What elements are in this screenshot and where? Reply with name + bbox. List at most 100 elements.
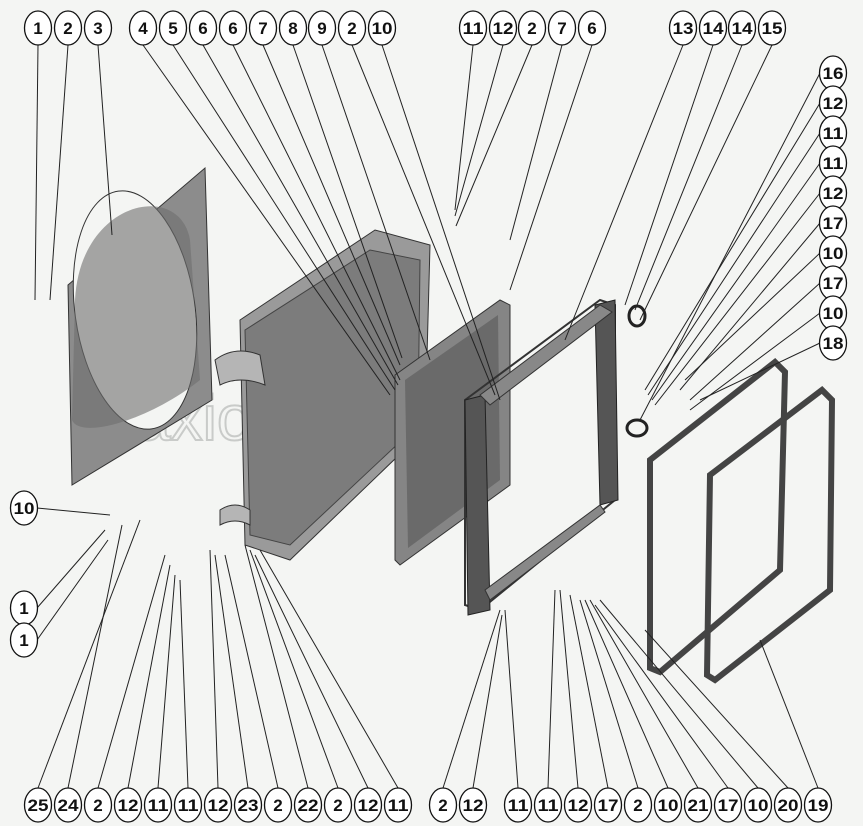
callout-10: 10 — [367, 10, 397, 46]
callout-11: 11 — [173, 787, 203, 823]
leader-line — [644, 629, 789, 789]
callout-12: 12 — [203, 787, 233, 823]
callout-number: 17 — [823, 214, 844, 233]
leader-line — [639, 72, 821, 421]
callout-number: 5 — [168, 19, 177, 38]
callout-17: 17 — [818, 265, 848, 301]
callout-2: 2 — [337, 10, 367, 46]
callout-number: 9 — [317, 19, 326, 38]
callout-number: 1 — [33, 19, 42, 38]
callout-23: 23 — [233, 787, 263, 823]
callout-number: 11 — [148, 796, 169, 815]
callout-25: 25 — [23, 787, 53, 823]
leader-line — [559, 589, 579, 789]
leader-line — [232, 44, 401, 381]
callout-12: 12 — [818, 175, 848, 211]
callout-number: 21 — [688, 796, 709, 815]
leader-line — [639, 44, 773, 321]
leader-line — [37, 519, 141, 789]
callout-number: 12 — [358, 796, 379, 815]
callout-6: 6 — [188, 10, 218, 46]
leader-line — [254, 554, 369, 789]
callout-11: 11 — [458, 10, 488, 46]
leader-line — [569, 594, 609, 789]
callout-11: 11 — [818, 115, 848, 151]
callout-number: 12 — [118, 796, 139, 815]
callout-number: 11 — [388, 796, 409, 815]
leader-line — [67, 524, 123, 789]
callout-number: 11 — [538, 796, 559, 815]
leader-line — [351, 44, 496, 396]
callout-number: 19 — [808, 796, 829, 815]
callout-12: 12 — [458, 787, 488, 823]
leader-line — [624, 44, 714, 306]
leader-line — [589, 599, 699, 789]
callout-number: 7 — [557, 19, 566, 38]
callout-number: 18 — [823, 334, 844, 353]
callout-number: 4 — [138, 19, 148, 38]
callout-number: 11 — [508, 796, 529, 815]
callout-2: 2 — [263, 787, 293, 823]
callout-number: 17 — [718, 796, 739, 815]
callout-4: 4 — [128, 10, 158, 46]
callout-number: 14 — [732, 19, 754, 38]
callout-number: 2 — [527, 19, 536, 38]
callout-17: 17 — [593, 787, 623, 823]
callout-number: 14 — [703, 19, 725, 38]
callout-number: 6 — [228, 19, 237, 38]
leader-line — [381, 44, 501, 401]
callout-number: 24 — [58, 796, 80, 815]
callout-number: 2 — [633, 796, 642, 815]
callout-number: 2 — [333, 796, 342, 815]
callout-10: 10 — [653, 787, 683, 823]
callout-number: 12 — [493, 19, 514, 38]
callout-10: 10 — [818, 295, 848, 331]
callout-number: 10 — [372, 19, 393, 38]
callout-number: 11 — [823, 124, 844, 143]
callout-number: 6 — [198, 19, 207, 38]
fan-shroud — [67, 166, 213, 486]
callout-number: 10 — [658, 796, 679, 815]
callout-7: 7 — [547, 10, 577, 46]
callout-1: 1 — [23, 10, 53, 46]
callout-6: 6 — [218, 10, 248, 46]
callout-number: 2 — [347, 19, 356, 38]
callout-number: 22 — [298, 796, 319, 815]
callout-15: 15 — [757, 10, 787, 46]
leader-line — [644, 102, 821, 391]
callout-2: 2 — [83, 787, 113, 823]
callout-20: 20 — [773, 787, 803, 823]
leader-line — [504, 609, 519, 789]
callout-14: 14 — [698, 10, 728, 46]
leader-line — [224, 554, 279, 789]
leader-line — [49, 44, 69, 301]
callout-2: 2 — [53, 10, 83, 46]
callout-number: 6 — [587, 19, 596, 38]
callout-24: 24 — [53, 787, 83, 823]
callout-number: 10 — [823, 244, 844, 263]
leader-line — [699, 342, 821, 401]
callout-12: 12 — [488, 10, 518, 46]
callout-2: 2 — [323, 787, 353, 823]
callout-number: 13 — [673, 19, 694, 38]
callout-21: 21 — [683, 787, 713, 823]
callout-3: 3 — [83, 10, 113, 46]
leader-line — [634, 44, 743, 311]
callout-17: 17 — [818, 205, 848, 241]
leader-line — [36, 529, 106, 609]
leader-line — [127, 564, 171, 789]
callout-number: 11 — [823, 154, 844, 173]
seal-frames — [625, 304, 836, 684]
callout-number: 10 — [14, 499, 35, 518]
leader-line — [647, 132, 821, 396]
callout-2: 2 — [623, 787, 653, 823]
callout-number: 12 — [463, 796, 484, 815]
leader-line — [209, 549, 219, 789]
leader-line — [157, 574, 176, 789]
leader-line — [584, 599, 669, 789]
callout-number: 11 — [463, 19, 484, 38]
callout-17: 17 — [713, 787, 743, 823]
leader-line — [689, 282, 821, 401]
